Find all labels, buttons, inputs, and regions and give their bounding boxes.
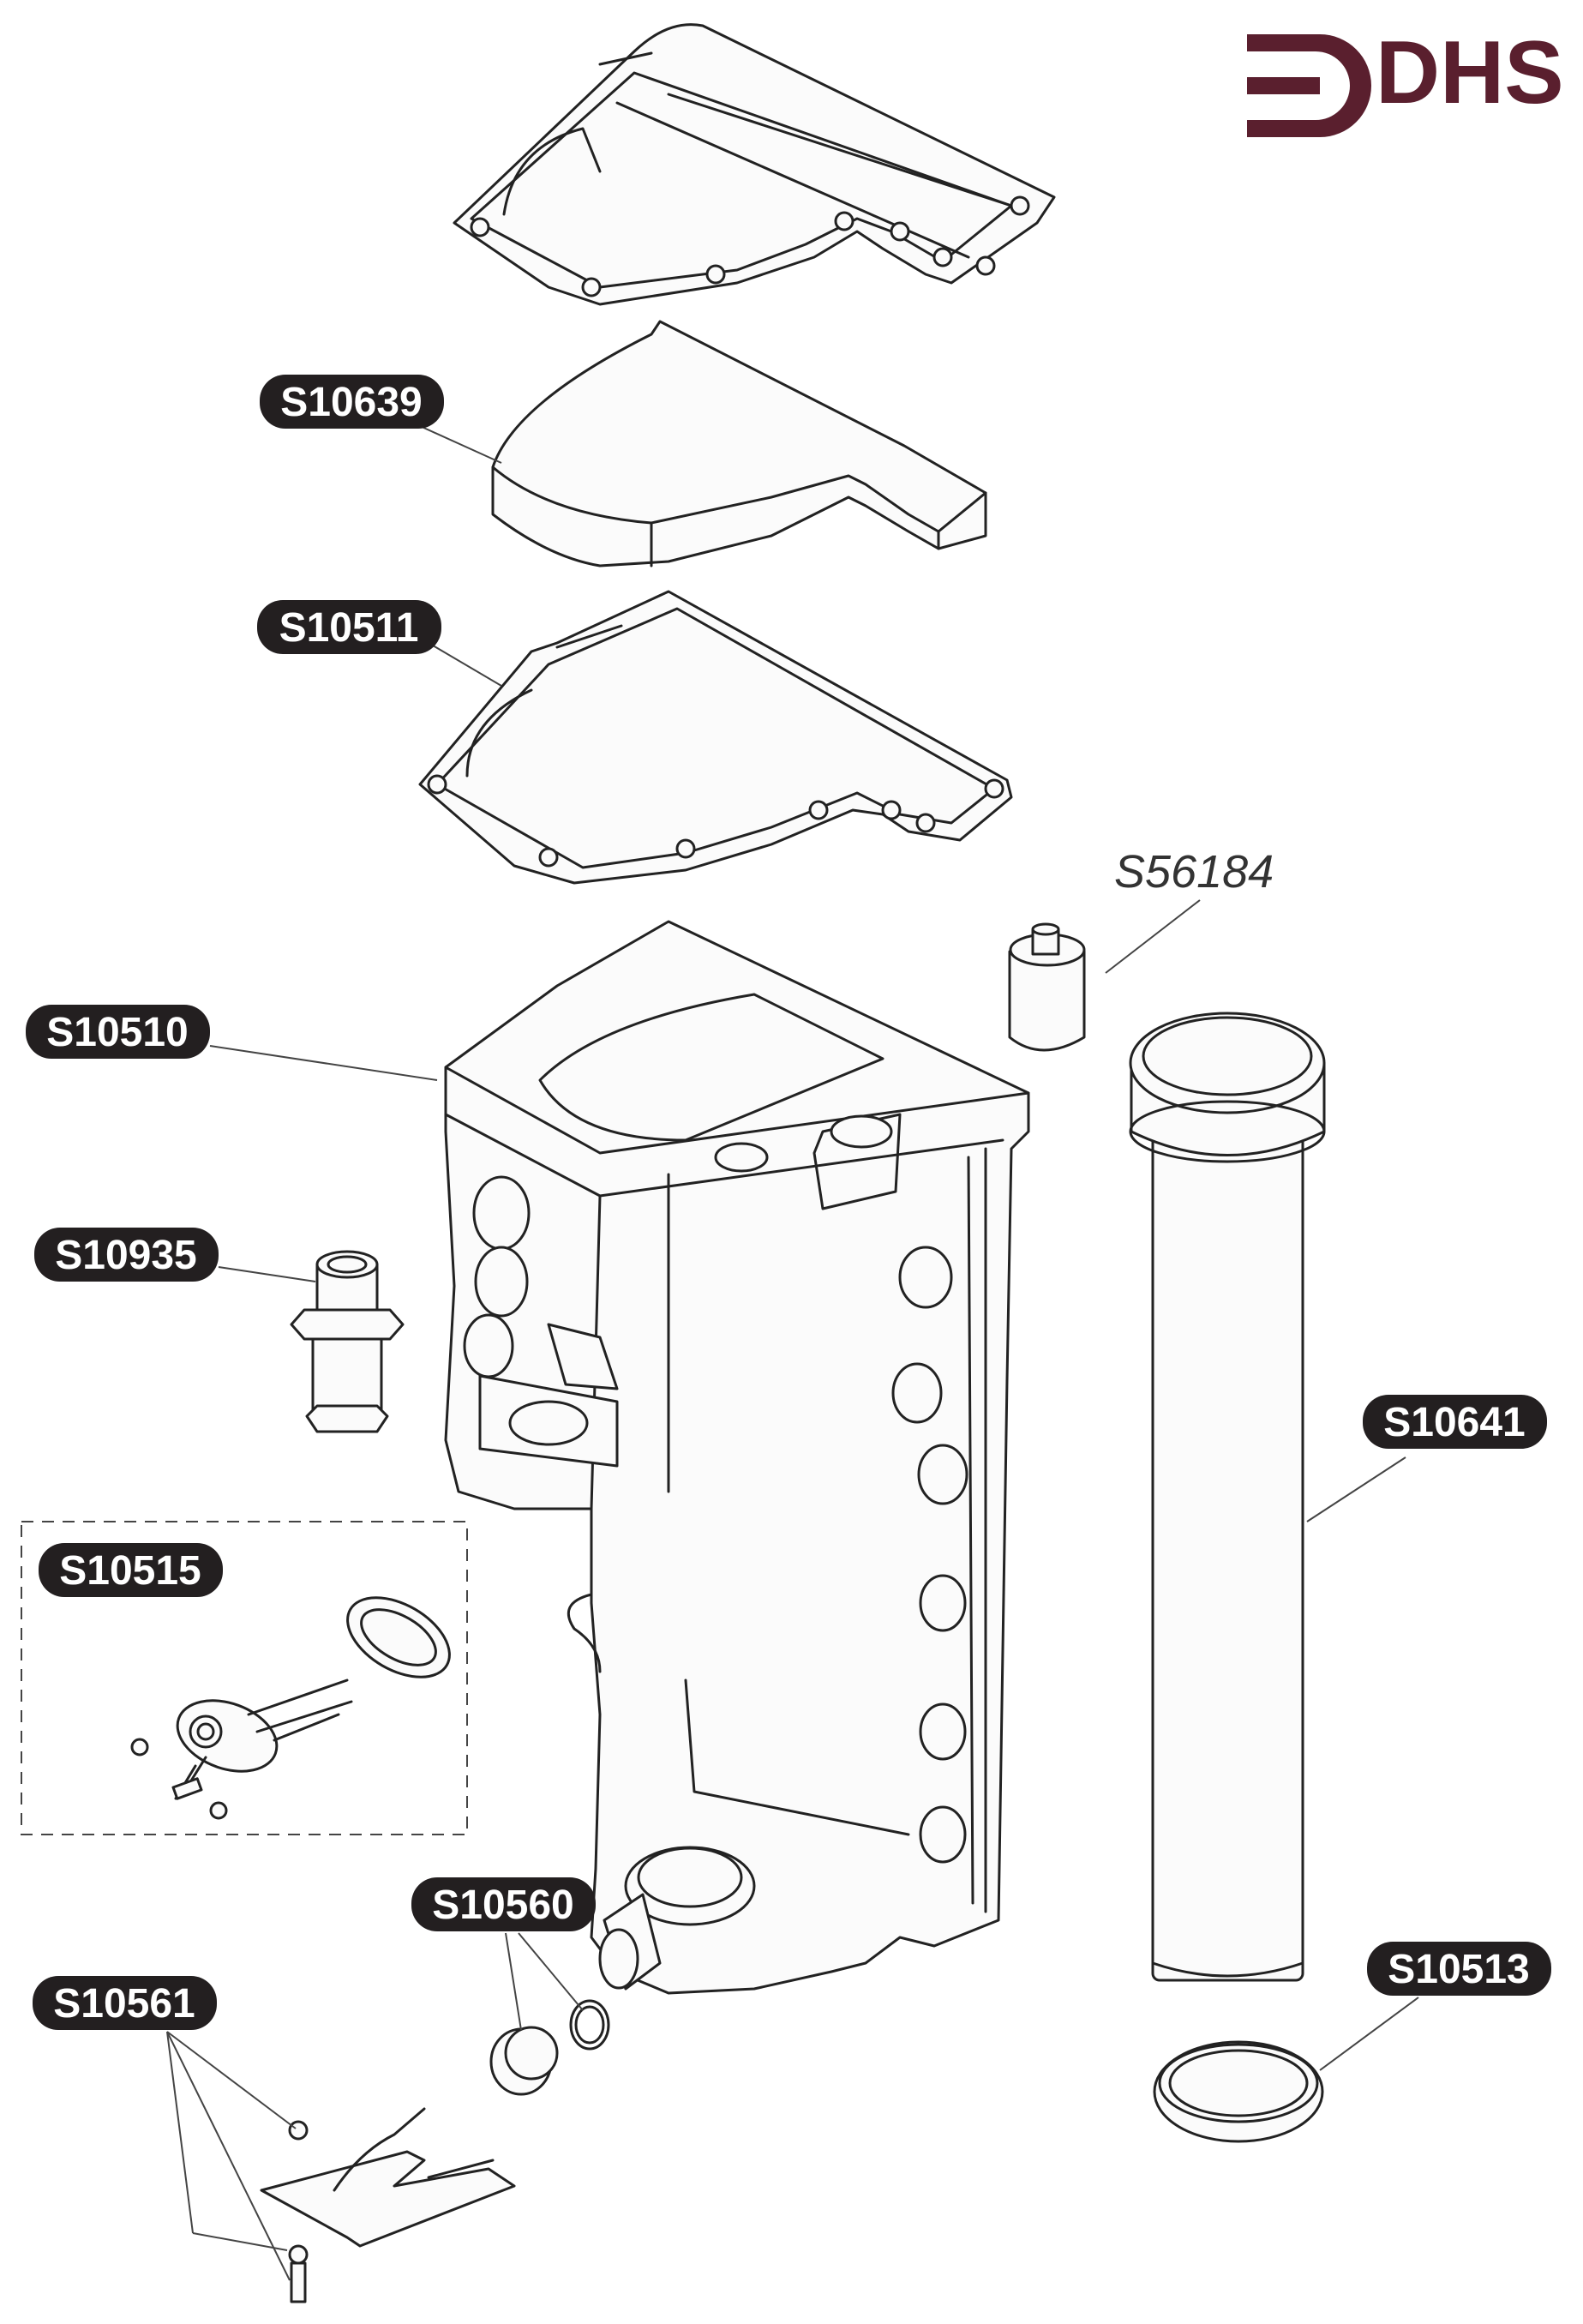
label-S10511-text: S10511 xyxy=(279,605,419,651)
air-vent xyxy=(1008,922,1086,1052)
electrode-kit xyxy=(21,1521,468,1835)
label-S56184-text: S56184 xyxy=(1114,846,1274,898)
drain-cap xyxy=(489,1999,610,2096)
label-S10560-text: S10560 xyxy=(432,1883,574,1928)
label-S10511: S10511 xyxy=(257,600,441,654)
label-S10935: S10935 xyxy=(34,1228,219,1282)
label-S10510-text: S10510 xyxy=(46,1010,189,1055)
flue-pipe xyxy=(1129,1012,1326,1982)
label-S10641-text: S10641 xyxy=(1383,1400,1526,1445)
cover-gasket xyxy=(418,590,1013,885)
label-S10513-text: S10513 xyxy=(1388,1947,1530,1992)
label-S10641: S10641 xyxy=(1363,1395,1547,1449)
label-S10513: S10513 xyxy=(1367,1942,1551,1996)
pipe-seal-ring xyxy=(1153,2040,1324,2143)
label-S10561-text: S10561 xyxy=(53,1981,195,2027)
label-S10639: S10639 xyxy=(260,375,444,429)
dhs-logo-text: DHS xyxy=(1376,23,1564,123)
dhs-logo: DHS xyxy=(1247,23,1564,137)
insulation-pad xyxy=(491,320,987,567)
label-S10561: S10561 xyxy=(33,1976,217,2030)
dhs-logo-mark xyxy=(1247,34,1371,137)
label-S10639-text: S10639 xyxy=(280,380,423,425)
label-S10515-text: S10515 xyxy=(59,1548,201,1594)
pipe-connector xyxy=(290,1250,405,1433)
label-S56184: S56184 xyxy=(1114,846,1274,898)
label-S10560: S10560 xyxy=(411,1877,596,1931)
bracket-clip xyxy=(260,2107,516,2303)
label-S10510: S10510 xyxy=(26,1005,210,1059)
electrode-kit-dashed-box xyxy=(21,1521,468,1835)
leader-lines xyxy=(166,425,1419,2281)
label-S10935-text: S10935 xyxy=(55,1233,197,1278)
heat-exchanger-body xyxy=(444,920,1030,1995)
top-cover xyxy=(453,23,1056,306)
label-S10515: S10515 xyxy=(39,1543,223,1597)
